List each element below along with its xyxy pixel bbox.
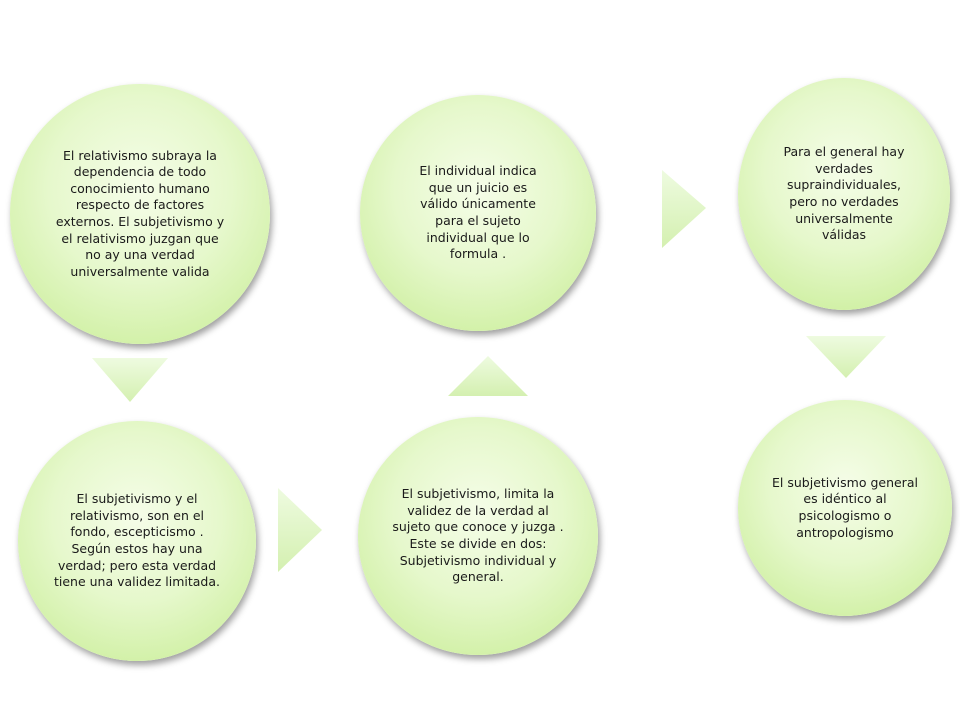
arrow-right-2-to-3	[278, 488, 322, 572]
node-general-text: Para el general hay verdades supraindivi…	[783, 144, 905, 243]
node-relativismo-text: El relativismo subraya la dependencia de…	[55, 147, 225, 279]
node-general: Para el general hay verdades supraindivi…	[738, 78, 950, 310]
node-subjetivismo: El subjetivismo, limita la validez de la…	[358, 417, 598, 655]
node-relativismo: El relativismo subraya la dependencia de…	[10, 84, 270, 344]
node-individual-text: El individual indica que un juicio es vá…	[419, 163, 537, 262]
node-psicologismo-text: El subjetivismo general es idéntico al p…	[772, 474, 918, 540]
node-psicologismo: El subjetivismo general es idéntico al p…	[738, 400, 952, 616]
arrow-down-1-to-2	[92, 358, 168, 402]
arrow-up-3-to-4	[448, 356, 528, 396]
arrow-down-5-to-6	[806, 336, 886, 378]
arrow-right-4-to-5	[662, 170, 706, 248]
node-escepticismo-text: El subjetivismo y el relativismo, son en…	[53, 491, 220, 590]
node-individual: El individual indica que un juicio es vá…	[360, 95, 596, 331]
node-escepticismo: El subjetivismo y el relativismo, son en…	[18, 421, 256, 661]
node-subjetivismo-text: El subjetivismo, limita la validez de la…	[392, 486, 564, 585]
